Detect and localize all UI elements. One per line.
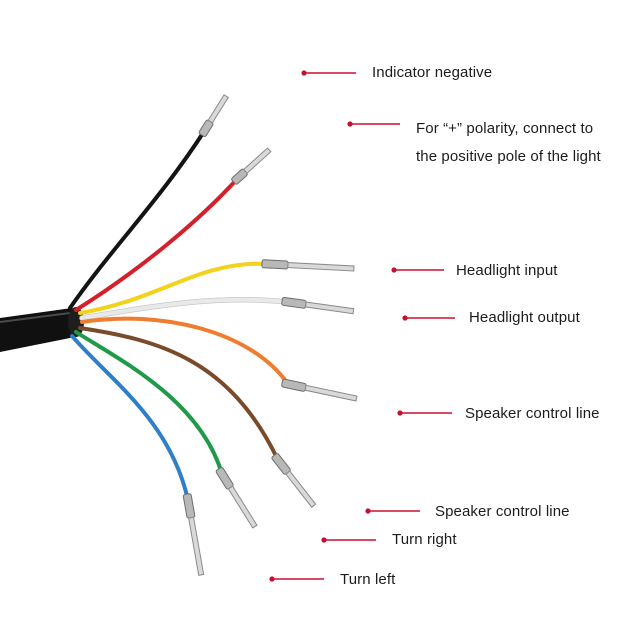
label-turn-right: Turn right	[392, 531, 457, 548]
label-speaker-control-line-1: Speaker control line	[465, 405, 600, 422]
green-wire	[74, 330, 224, 476]
blue-wire	[70, 334, 190, 502]
pointer-dot	[397, 410, 403, 416]
label-headlight-input: Headlight input	[456, 262, 558, 279]
terminal-black	[198, 94, 230, 137]
terminal-white	[281, 296, 355, 315]
terminal-green	[215, 467, 258, 529]
pointer-dot	[347, 121, 353, 127]
terminal-red	[231, 147, 272, 185]
orange-wire	[80, 316, 290, 386]
terminal-brown	[271, 453, 317, 508]
pointer-dot	[321, 537, 327, 543]
label-polarity-line-1: For “+” polarity, connect to	[416, 120, 594, 137]
terminal-blue	[182, 493, 205, 576]
terminal-orange	[281, 378, 358, 402]
label-speaker-control-line-2: Speaker control line	[435, 503, 570, 520]
yellow-wire	[78, 261, 270, 315]
label-headlight-output: Headlight output	[469, 309, 580, 326]
pointer-dot	[301, 70, 307, 76]
white-wire	[80, 297, 290, 320]
label-turn-left: Turn left	[340, 571, 396, 588]
pointer-markers	[269, 70, 455, 582]
label-indicator-negative: Indicator negative	[372, 64, 493, 81]
terminal-yellow	[261, 259, 355, 272]
pointer-dot	[391, 267, 397, 273]
label-polarity-line-2: the positive pole of the light	[416, 148, 601, 165]
label-polarity-note: For “+” polarity, connect to the positiv…	[416, 115, 601, 171]
pointer-dot	[402, 315, 408, 321]
cable-jacket-highlight	[0, 312, 71, 323]
red-wire	[74, 176, 240, 312]
pointer-dot	[365, 508, 371, 514]
pointer-dot	[269, 576, 275, 582]
black-wire	[68, 128, 207, 310]
brown-wire	[78, 326, 280, 462]
